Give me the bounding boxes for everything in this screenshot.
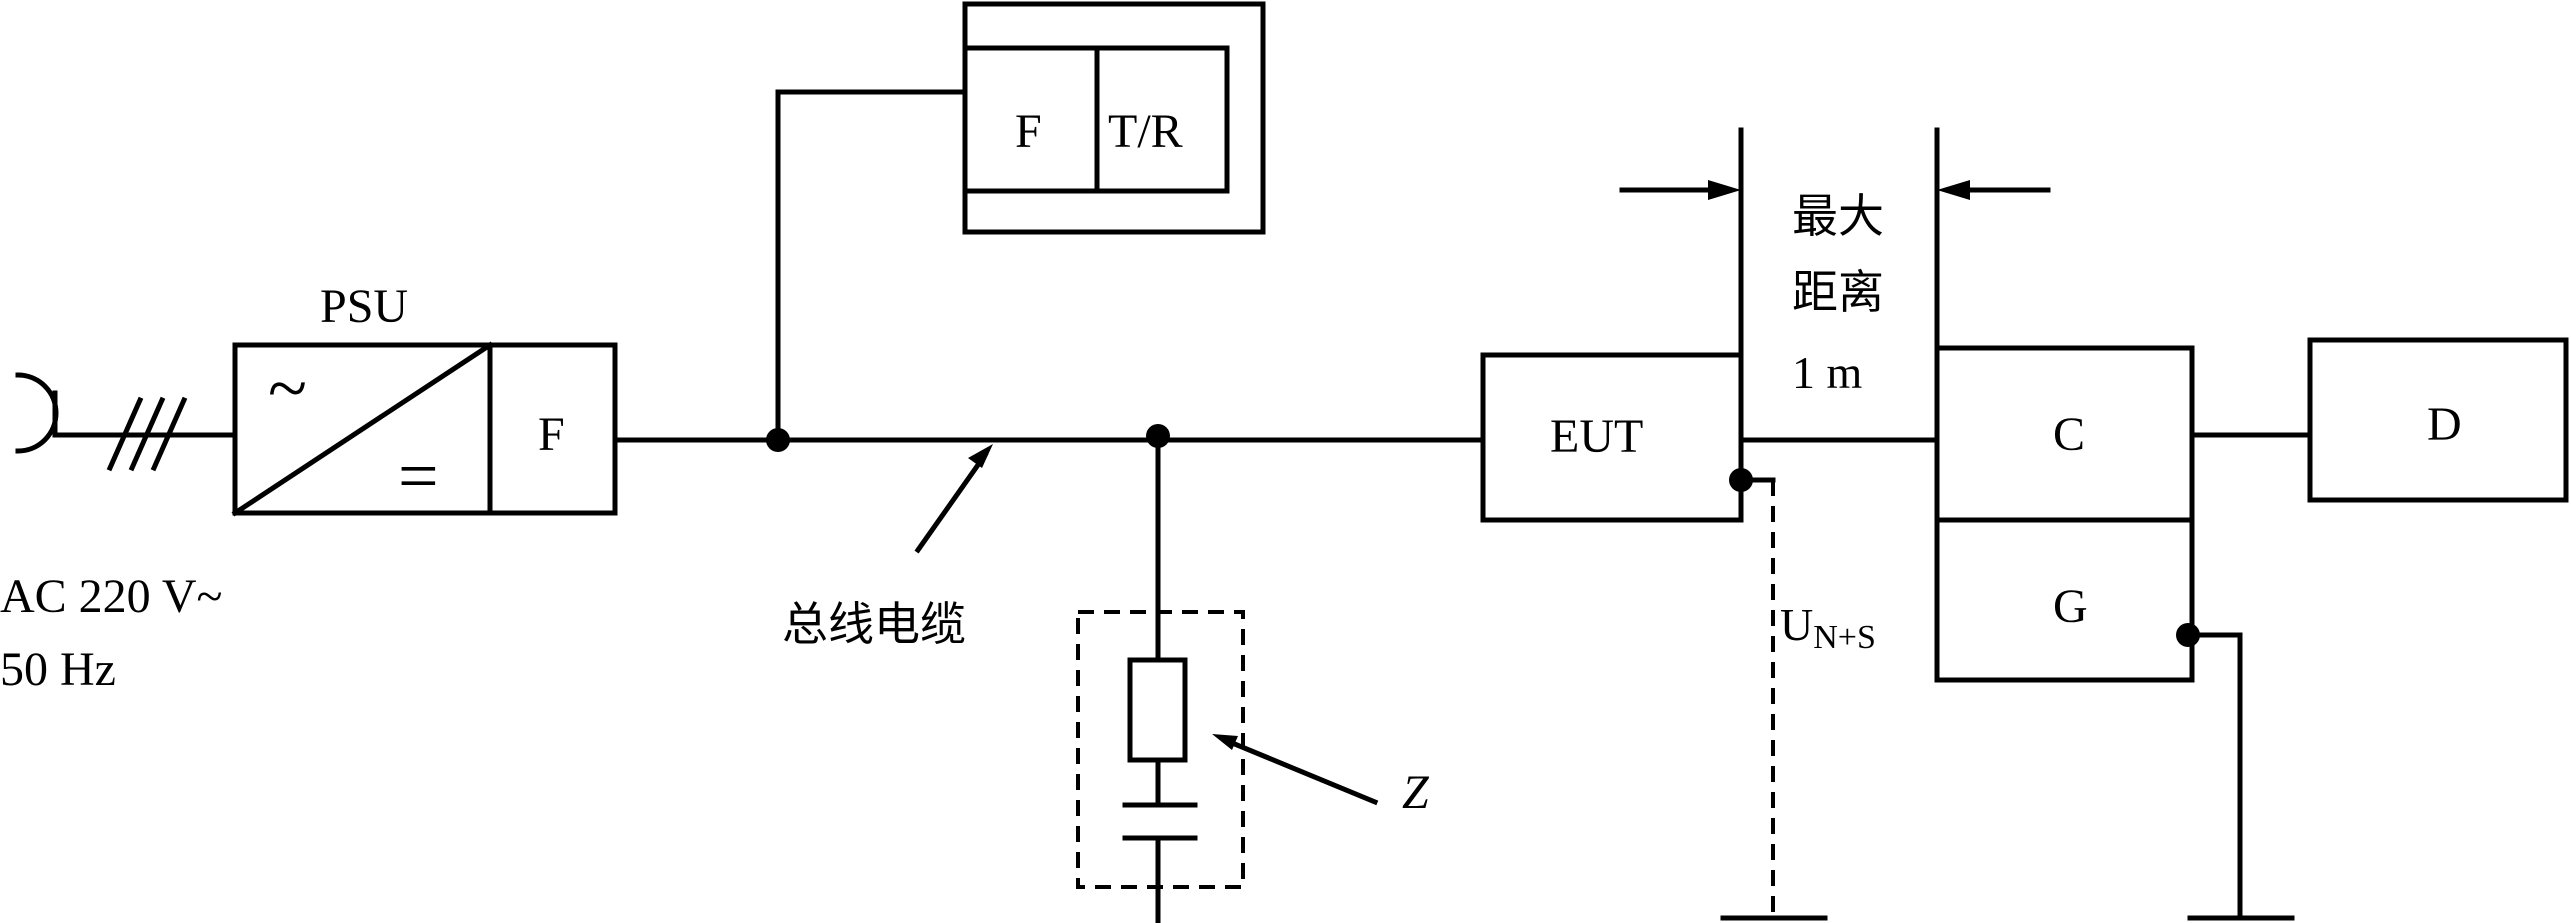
d-label: D [2427,398,2462,451]
z-resistor [1127,657,1188,763]
three-phase-ticks [106,396,188,472]
psu-ac-symbol: ~ [268,348,307,428]
bus-junction-node [766,428,790,452]
distance-left-arrowhead [1708,180,1741,200]
psu-box [232,342,618,516]
z-junction-node [1146,424,1170,448]
distance-right-arrowhead [1937,180,1970,200]
noise-voltage-main: U [1780,599,1813,650]
psu-filter-label: F [538,408,565,461]
ac-plug-icon [15,372,59,454]
bus-cable-pointer [914,451,989,554]
psu-dc-symbol: = [398,436,439,516]
psu-diagonal [231,341,494,517]
bus-cable-arrowhead [968,444,993,468]
ac-voltage-label: AC 220 V~ [0,570,222,623]
psu-label: PSU [320,280,408,333]
tr-label: T/R [1108,105,1183,158]
distance-label-line2: 距离 [1792,265,1884,319]
tr-filter-label: F [1015,105,1042,158]
z-arrowhead [1212,734,1238,750]
z-pointer [1221,736,1379,806]
c-label: C [2053,408,2085,461]
z-label: Z [1402,766,1430,819]
distance-label-line1: 最大 [1792,189,1884,243]
g-label: G [2053,580,2088,633]
eut-label: EUT [1550,410,1643,463]
d-box [2307,337,2569,503]
noise-voltage-label: UN+S [1780,599,1876,656]
bus-cable-label: 总线电缆 [782,597,966,651]
cg-box [1934,345,2195,683]
distance-label-line3: 1 m [1792,347,1863,398]
ac-frequency-label: 50 Hz [0,643,116,696]
noise-voltage-subscript: N+S [1813,619,1876,656]
